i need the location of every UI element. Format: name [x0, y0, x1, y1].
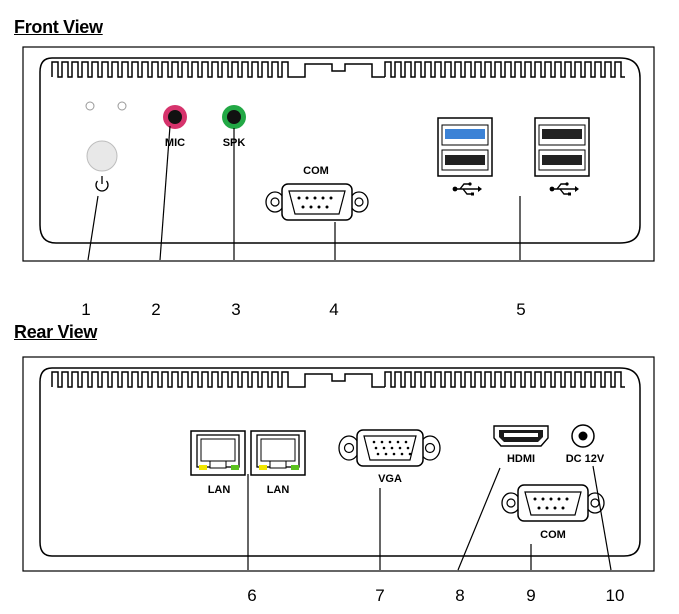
callout-9: 9	[526, 586, 535, 605]
front-com-port[interactable]	[265, 183, 369, 221]
lan-led-green	[291, 465, 299, 470]
mic-jack[interactable]	[163, 105, 187, 129]
vent-grille	[51, 61, 625, 78]
usb3-port-stack[interactable]	[437, 117, 493, 177]
callout-4: 4	[329, 300, 338, 319]
usb3-tongue-blue	[445, 129, 485, 139]
callout-10: 10	[606, 586, 625, 605]
status-leds	[85, 101, 127, 111]
hdmi-label: HDMI	[507, 453, 535, 465]
callout-3: 3	[231, 300, 240, 319]
lan-led-yellow	[199, 465, 207, 470]
front-com-label: COM	[303, 165, 329, 177]
power-button[interactable]	[86, 140, 118, 172]
rear-view-title: Rear View	[14, 322, 98, 342]
callout-2: 2	[151, 300, 160, 319]
front-panel	[22, 46, 655, 262]
dc-12v-jack[interactable]	[571, 424, 595, 448]
vent-latch	[292, 373, 385, 388]
front-view-title: Front View	[14, 17, 103, 37]
lan-led-yellow	[259, 465, 267, 470]
vent-slots-left	[51, 371, 292, 388]
spk-jack[interactable]	[222, 105, 246, 129]
lan-1-label: LAN	[208, 484, 231, 496]
lan-2-label: LAN	[267, 484, 290, 496]
front-leader-lines	[87, 125, 521, 261]
callout-5: 5	[516, 300, 525, 319]
vga-port[interactable]	[338, 429, 441, 467]
callout-6: 6	[247, 586, 256, 605]
usb2-port-stack[interactable]	[534, 117, 590, 177]
callout-8: 8	[455, 586, 464, 605]
lan-port-2[interactable]	[250, 430, 306, 476]
power-icon	[95, 176, 109, 192]
rear-leader-lines	[247, 465, 612, 571]
rear-panel	[22, 356, 655, 572]
vent-slots-left	[51, 61, 292, 78]
vga-label: VGA	[378, 473, 402, 485]
rear-com-label: COM	[540, 529, 566, 541]
vent-latch	[292, 63, 385, 78]
vent-slots-right	[384, 371, 625, 388]
rear-com-port[interactable]	[501, 484, 605, 522]
callout-7: 7	[375, 586, 384, 605]
lan-led-green	[231, 465, 239, 470]
callout-1: 1	[81, 300, 90, 319]
hdmi-port[interactable]	[493, 425, 549, 447]
vent-slots-right	[384, 61, 625, 78]
mic-label: MIC	[165, 137, 185, 149]
lan-port-1[interactable]	[190, 430, 246, 476]
dc-12v-label: DC 12V	[566, 453, 605, 465]
vent-grille	[51, 371, 625, 388]
